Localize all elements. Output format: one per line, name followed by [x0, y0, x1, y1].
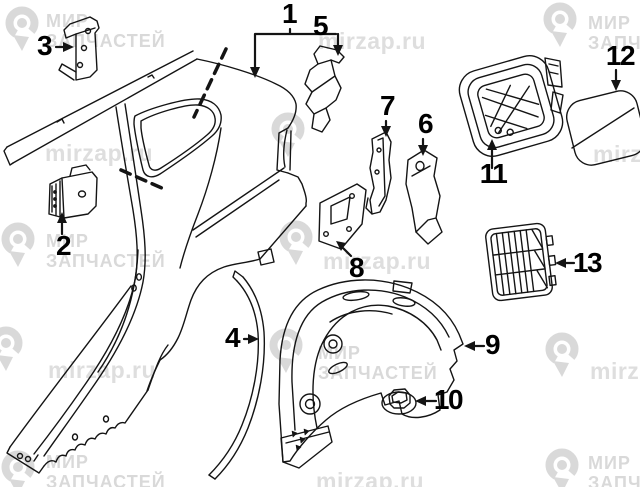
callout-arrowheads: [57, 42, 621, 406]
part-8-plate-drawing: [318, 183, 367, 250]
callout-number-10: 10: [433, 384, 464, 415]
watermark-brand-line2: ЗАПЧАСТЕЙ: [46, 472, 166, 487]
watermark-url-text: mirzap.ru: [323, 248, 432, 274]
part-11-filler-pocket-drawing: [458, 55, 564, 157]
watermark-brand-line1: МИР: [318, 343, 361, 363]
part-6-bracket-drawing: [405, 149, 443, 245]
callout-number-1: 1: [281, 0, 298, 29]
brand-logo-watermark-icon: [545, 332, 579, 377]
brand-logo-watermark-icon: [543, 2, 577, 47]
watermark-url-text: mirzap.ru: [590, 358, 640, 384]
part-13-vent-grille-drawing: [485, 222, 557, 302]
callout-number-8: 8: [348, 252, 365, 283]
watermark-brand-line2: ЗАПЧАСТЕЙ: [588, 473, 640, 487]
part-1-quarter-panel-drawing: [3, 47, 308, 474]
callout-number-6: 6: [417, 108, 434, 139]
watermark-brand-line1: МИР: [588, 13, 631, 33]
brand-logo-watermark-icon: [1, 222, 35, 267]
part-12-fuel-door-drawing: [565, 90, 640, 166]
callout-leaders: [54, 27, 618, 403]
part-10-nut-drawing: [381, 388, 417, 415]
watermark-brand-line1: МИР: [46, 452, 89, 472]
callout-number-12: 12: [605, 40, 636, 71]
callout-number-4: 4: [224, 322, 241, 353]
watermark-url-text: mirzap.ru: [48, 357, 157, 383]
callout-number-2: 2: [55, 230, 72, 261]
brand-logo-watermark-icon: [0, 326, 23, 371]
brand-logo-watermark-icon: [5, 6, 39, 51]
callout-number-11: 11: [479, 158, 508, 189]
part-7-bracket-drawing: [365, 131, 392, 215]
watermark-brand-line2: ЗАПЧАСТЕЙ: [588, 33, 640, 53]
part-9-wheel-liner-drawing: [278, 279, 464, 469]
callout-number-5: 5: [312, 10, 329, 41]
brand-logo-watermark-icon: [269, 328, 303, 373]
watermark-brand-line2: ЗАПЧАСТЕЙ: [318, 363, 438, 383]
brand-logo-watermark-icon: [279, 220, 313, 265]
callout-number-7: 7: [379, 90, 396, 121]
watermark-brand-line2: ЗАПЧАСТЕЙ: [46, 251, 166, 271]
watermark-brand-line1: МИР: [588, 453, 631, 473]
watermark-brand-line1: МИР: [46, 231, 89, 251]
callout-number-13: 13: [572, 247, 603, 278]
brand-logo-watermark-icon: [545, 448, 579, 487]
part-4-arch-trim-drawing: [208, 270, 266, 480]
watermark-brand-line1: МИР: [46, 11, 89, 31]
part-3-bracket-drawing: [58, 16, 100, 81]
callout-number-9: 9: [484, 329, 501, 360]
callout-number-3: 3: [36, 30, 53, 61]
watermark-url-text: mirzap.ru: [316, 468, 425, 487]
watermark-url-text: mirzap.ru: [45, 140, 154, 166]
part-5-bracket-drawing: [304, 45, 345, 133]
